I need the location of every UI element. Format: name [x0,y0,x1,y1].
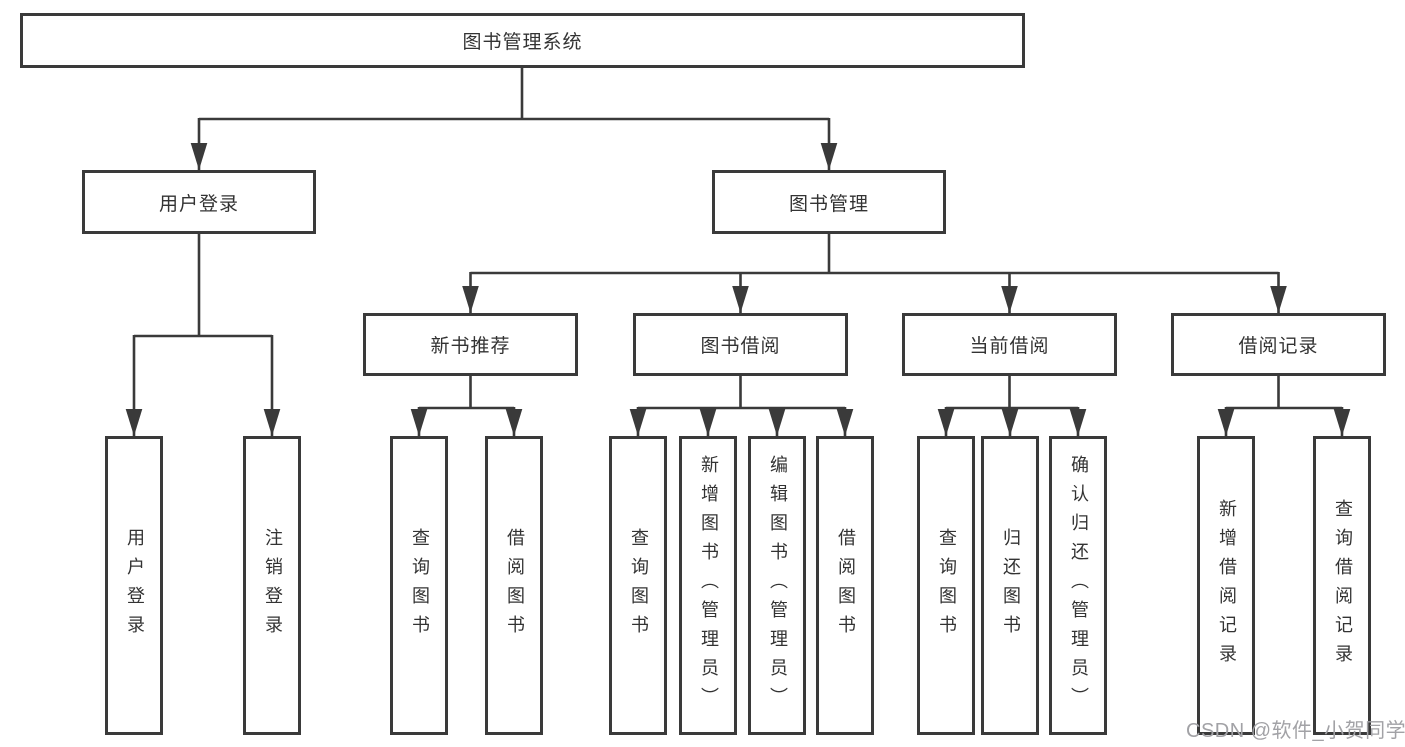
connector-new-book-recommend [419,376,514,410]
node-book-management: 图书管理 [712,170,946,234]
leaf-add-borrow-record: 新增借阅记录 [1197,436,1255,735]
node-user-login: 用户登录 [82,170,316,234]
leaf-query-books-recommend: 查询图书 [390,436,448,735]
leaf-add-book-admin: 新增图书（管理员） [679,436,737,735]
connector-book-borrow [638,376,845,410]
leaf-query-books-current: 查询图书 [917,436,975,735]
leaf-user-login: 用户登录 [105,436,163,735]
node-borrow-records: 借阅记录 [1171,313,1386,376]
connector-lines [125,67,1351,437]
connector-root [199,67,829,121]
leaf-edit-book-admin: 编辑图书（管理员） [748,436,806,735]
node-new-book-recommend: 新书推荐 [363,313,578,376]
connector-current-borrow [946,376,1078,410]
leaf-return-books: 归还图书 [981,436,1039,735]
leaf-logout: 注销登录 [243,436,301,735]
leaf-query-books-borrow: 查询图书 [609,436,667,735]
leaf-borrow-books-recommend: 借阅图书 [485,436,543,735]
node-current-borrow: 当前借阅 [902,313,1117,376]
leaf-confirm-return-admin: 确认归还（管理员） [1049,436,1107,735]
connector-borrow-records [1226,376,1342,410]
node-book-borrow: 图书借阅 [633,313,848,376]
node-root-library-system: 图书管理系统 [20,13,1025,68]
csdn-watermark: CSDN @软件_小贺同学 [1186,720,1405,742]
leaf-query-borrow-record: 查询借阅记录 [1313,436,1371,735]
leaf-borrow-books: 借阅图书 [816,436,874,735]
connector-user-login [134,234,272,338]
connector-book-management [470,234,1279,275]
